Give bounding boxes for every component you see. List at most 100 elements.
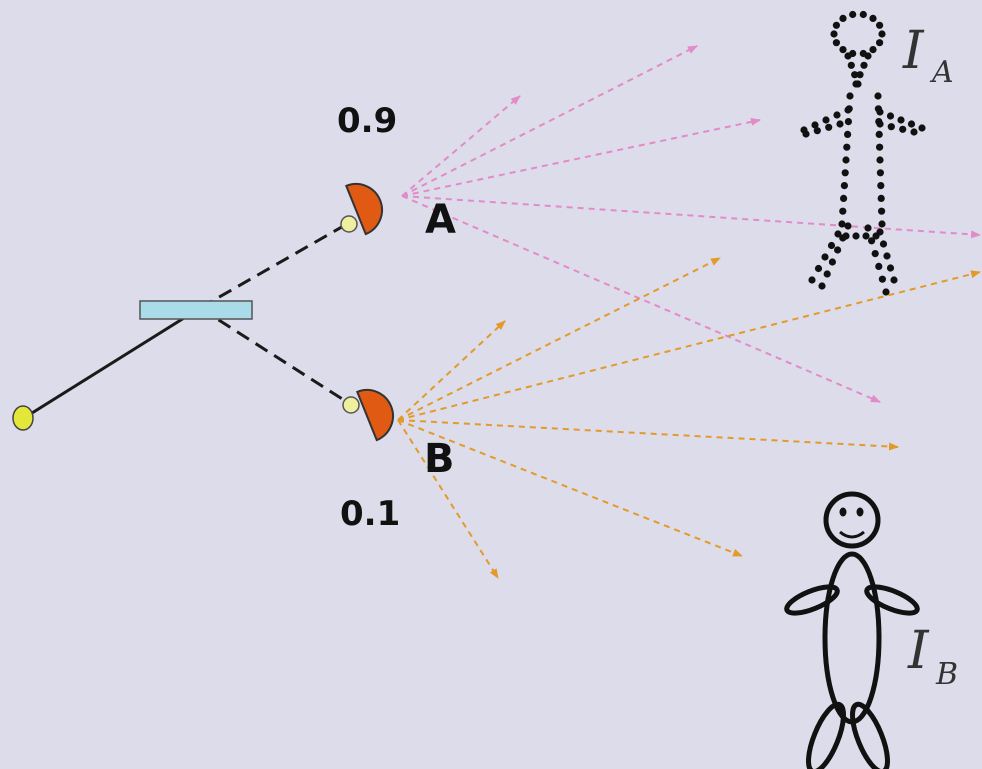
figure-a-dot [886,264,895,272]
figure-a-dot [836,120,844,128]
arrow-a-4 [401,195,981,239]
figure-b-eye-right [856,507,864,517]
figure-a-dot [869,46,877,54]
figure-a-dot [899,125,907,133]
figure-b-arm-left [784,584,840,616]
photon-source [12,405,34,431]
figure-a-dot [832,21,841,29]
figure-a-dot [864,224,872,232]
figure-a-dot [839,207,847,215]
arrow-b-2 [397,257,721,421]
figure-a-dot [813,127,821,135]
figure-a-dot [876,120,884,128]
figure-a-dot [821,253,829,261]
figure-a-dot [877,194,885,202]
figure-a-dot [879,240,888,248]
figure-a-dot [918,124,926,132]
path-to-detector-b [199,306,348,404]
detector-a-label: A [425,197,456,243]
figure-a-dot [834,246,842,254]
figure-a-dot [890,276,898,284]
figure-a-dot [852,80,860,88]
figure-b-subscript: B [935,657,958,692]
figure-a-dot [849,10,857,19]
arrow-a-5 [401,195,881,403]
figure-b-symbol: I [907,621,930,681]
figure-a-dot [907,120,916,128]
figure-a-dot [872,232,880,240]
figure-a-dot [869,14,877,22]
figure-b-leg-right [850,701,890,769]
path-to-detector-a [199,222,348,310]
figure-a-dot [802,130,810,138]
figure-a-dot [814,264,823,273]
arrow-b-6 [397,419,499,579]
figure-a-dot [844,130,852,138]
figure-a-dot [876,39,884,47]
figure-a-dot [876,143,884,151]
probability-a: 0.9 [337,101,397,141]
figure-a-dot [844,106,852,114]
emission-arrows-a [401,45,981,403]
figure-a-dot [910,128,918,136]
figure-a-dot [843,143,851,151]
figure-a-dot [882,288,890,296]
figure-a-symbol: I [902,21,925,81]
figure-a-dot [875,262,883,270]
arrow-b-5 [397,419,743,557]
emission-arrows-b [397,257,981,579]
figure-a-dot [844,118,853,126]
solid-stick-figure-b [784,491,920,769]
figure-b-smile [839,530,865,539]
figure-a-dot [847,61,855,69]
figure-a-dot [859,10,867,19]
figure-a-dot [876,156,884,164]
beam-splitter [139,300,253,320]
arrow-b-3 [397,270,981,421]
detector-b-window [342,396,360,414]
figure-a-dot [862,232,870,240]
figure-a-dot [833,111,841,119]
figure-a-dot [897,116,905,124]
figure-a-dot [878,220,886,228]
probability-b: 0.1 [340,494,400,534]
figure-a-dot [878,30,886,38]
detector-a [340,183,383,236]
figure-b-head [823,491,881,549]
figure-a-dot [851,71,859,79]
figure-a-dot [883,252,891,260]
figure-a-dot [864,52,872,60]
figure-a-dot [877,182,885,190]
figure-a-dot [839,14,847,22]
arrow-a-1 [401,95,521,197]
source-beam [23,306,201,420]
figure-a-dot [871,250,879,258]
figure-a-dot [876,169,885,177]
figure-a-dot [825,123,833,131]
detector-b-body [355,389,394,442]
figure-a-dot [878,207,886,215]
figure-a-dot [822,116,830,124]
arrow-b-1 [397,320,506,421]
figure-a-dot [808,276,816,284]
figure-a-dot [841,169,849,177]
figure-b-arm-right [864,584,920,616]
figure-a-subscript: A [929,55,954,90]
figure-a-dot [875,130,883,138]
figure-a-dot [844,52,852,60]
figure-a-dot [874,92,882,100]
figure-a-dot [878,275,887,283]
detector-a-body [344,183,383,236]
figure-a-dot [876,21,884,29]
figure-a-dot [876,108,884,116]
figure-a-dot [830,30,838,38]
figure-a-dot [846,92,854,100]
figure-a-dot [844,222,852,230]
figure-a-dot [832,39,841,47]
figure-b-eye-left [839,507,847,517]
detector-b [342,389,394,442]
figure-a-dot [887,123,895,131]
figure-b-body [822,551,882,725]
figure-a-dot [827,241,836,250]
